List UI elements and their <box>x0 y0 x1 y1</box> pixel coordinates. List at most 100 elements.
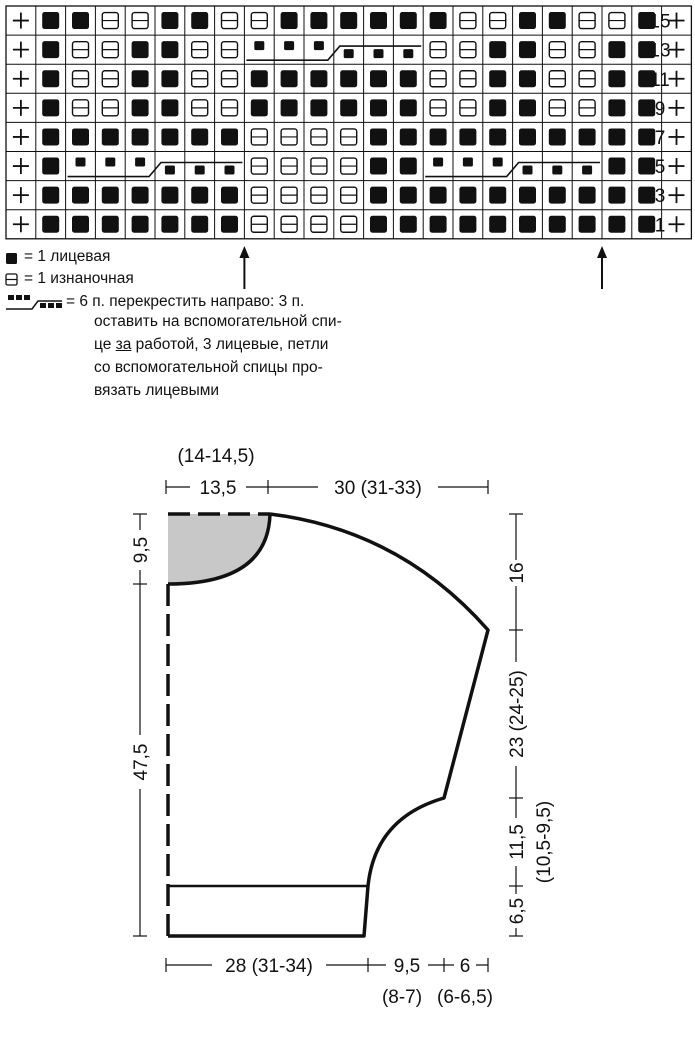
dim-right-mid: 23 (24-25) <box>507 670 528 758</box>
knit-stitch-icon <box>161 41 179 59</box>
knit-symbol-icon <box>6 253 17 264</box>
edge-stitch-icon <box>668 128 685 145</box>
knit-stitch-icon <box>280 70 298 88</box>
knit-stitch-icon <box>42 215 60 233</box>
purl-stitch-icon <box>310 186 328 204</box>
knit-stitch-icon <box>578 128 596 146</box>
knit-stitch-icon <box>578 186 596 204</box>
knit-stitch-icon <box>459 186 477 204</box>
knit-stitch-icon <box>250 70 268 88</box>
knit-stitch-icon <box>340 99 358 117</box>
dim-left-main: 47,5 <box>131 744 152 781</box>
knit-stitch-icon <box>370 99 387 117</box>
repeat-arrow-icon <box>597 246 607 289</box>
knit-stitch-icon <box>519 186 536 204</box>
knit-stitch-icon <box>250 99 268 117</box>
knit-stitch-icon <box>42 186 60 204</box>
knit-stitch-icon <box>608 41 626 59</box>
knit-stitch-icon <box>161 186 179 204</box>
dim-bottom-mid: 9,5 <box>394 956 420 977</box>
purl-stitch-icon <box>548 70 566 88</box>
knit-stitch-icon <box>519 128 536 146</box>
knit-stitch-icon <box>489 128 507 146</box>
knit-stitch-icon <box>548 128 566 146</box>
purl-stitch-icon <box>459 99 477 117</box>
purl-stitch-icon <box>340 157 358 175</box>
knit-stitch-icon <box>489 215 507 233</box>
dim-bottom-left: 28 (31-34) <box>225 956 313 977</box>
purl-stitch-icon <box>548 40 566 59</box>
knit-stitch-icon <box>459 215 477 233</box>
knit-stitch-icon <box>191 12 209 30</box>
purl-stitch-icon <box>220 11 239 30</box>
purl-stitch-icon <box>459 11 477 30</box>
legend-purl-label: = 1 изнаночная <box>24 270 134 287</box>
edge-stitch-icon <box>668 216 685 233</box>
knit-stitch-icon <box>399 157 417 175</box>
knit-stitch-icon <box>608 215 626 233</box>
purl-stitch-icon <box>489 11 507 30</box>
garment-outline <box>168 512 490 938</box>
edge-stitch-icon <box>668 187 685 204</box>
purl-stitch-icon <box>71 40 90 59</box>
dim-right-armhole: 11,5 <box>507 824 528 860</box>
neckline-curve <box>167 513 272 586</box>
knit-stitch-icon <box>131 215 149 233</box>
cable-cross-icon <box>67 157 243 178</box>
dim-left-top: 9,5 <box>131 537 152 563</box>
purl-stitch-icon <box>250 215 269 233</box>
knit-stitch-icon <box>638 70 656 88</box>
knit-stitch-icon <box>429 12 447 30</box>
purl-stitch-icon <box>250 186 269 204</box>
purl-stitch-icon <box>220 99 239 117</box>
knit-stitch-icon <box>608 186 626 204</box>
knit-stitch-icon <box>310 99 328 117</box>
knit-stitch-icon <box>131 70 149 88</box>
purl-stitch-icon <box>280 128 298 146</box>
purl-stitch-icon <box>101 99 120 117</box>
knit-stitch-icon <box>370 70 387 88</box>
knit-stitch-icon <box>459 128 477 146</box>
knit-stitch-icon <box>221 186 238 204</box>
knit-stitch-icon <box>548 215 566 233</box>
dim-top-left: 13,5 <box>200 478 237 499</box>
row-number: 11 <box>650 70 670 91</box>
knit-stitch-icon <box>608 128 626 146</box>
knit-stitch-icon <box>519 12 536 30</box>
knit-stitch-icon <box>399 186 417 204</box>
legend-cable-label: = 6 п. перекрестить направо: 3 п. <box>66 293 305 310</box>
edge-stitch-icon <box>12 99 29 116</box>
repeat-arrow-icon <box>239 246 250 289</box>
knit-stitch-icon <box>42 70 60 88</box>
knit-stitch-icon <box>399 128 417 146</box>
purl-stitch-icon <box>340 128 358 146</box>
knit-stitch-icon <box>399 99 417 117</box>
knit-stitch-icon <box>131 128 149 146</box>
purl-stitch-icon <box>459 70 477 88</box>
purl-stitch-icon <box>101 70 120 88</box>
dim-bottom-right-alt: (6-6,5) <box>437 987 493 1008</box>
knit-stitch-icon <box>519 41 536 59</box>
knit-stitch-icon <box>519 215 536 233</box>
purl-stitch-icon <box>548 99 566 117</box>
knit-stitch-icon <box>191 215 209 233</box>
legend-symbols <box>5 253 62 310</box>
cable-symbol-icon <box>6 295 62 310</box>
knit-stitch-icon <box>370 157 387 175</box>
purl-stitch-icon <box>280 215 298 233</box>
knit-stitch-icon <box>489 70 507 88</box>
purl-stitch-icon <box>340 186 358 204</box>
purl-stitch-icon <box>250 11 269 30</box>
knit-stitch-icon <box>578 215 596 233</box>
knit-stitch-icon <box>638 41 656 59</box>
knit-stitch-icon <box>399 215 417 233</box>
knit-stitch-icon <box>161 99 179 117</box>
purl-stitch-icon <box>101 40 120 59</box>
knit-stitch-icon <box>221 215 238 233</box>
purl-stitch-icon <box>578 99 596 117</box>
dim-top-alt: (14-14,5) <box>177 446 254 467</box>
knit-stitch-icon <box>161 215 179 233</box>
knit-stitch-icon <box>608 157 626 175</box>
